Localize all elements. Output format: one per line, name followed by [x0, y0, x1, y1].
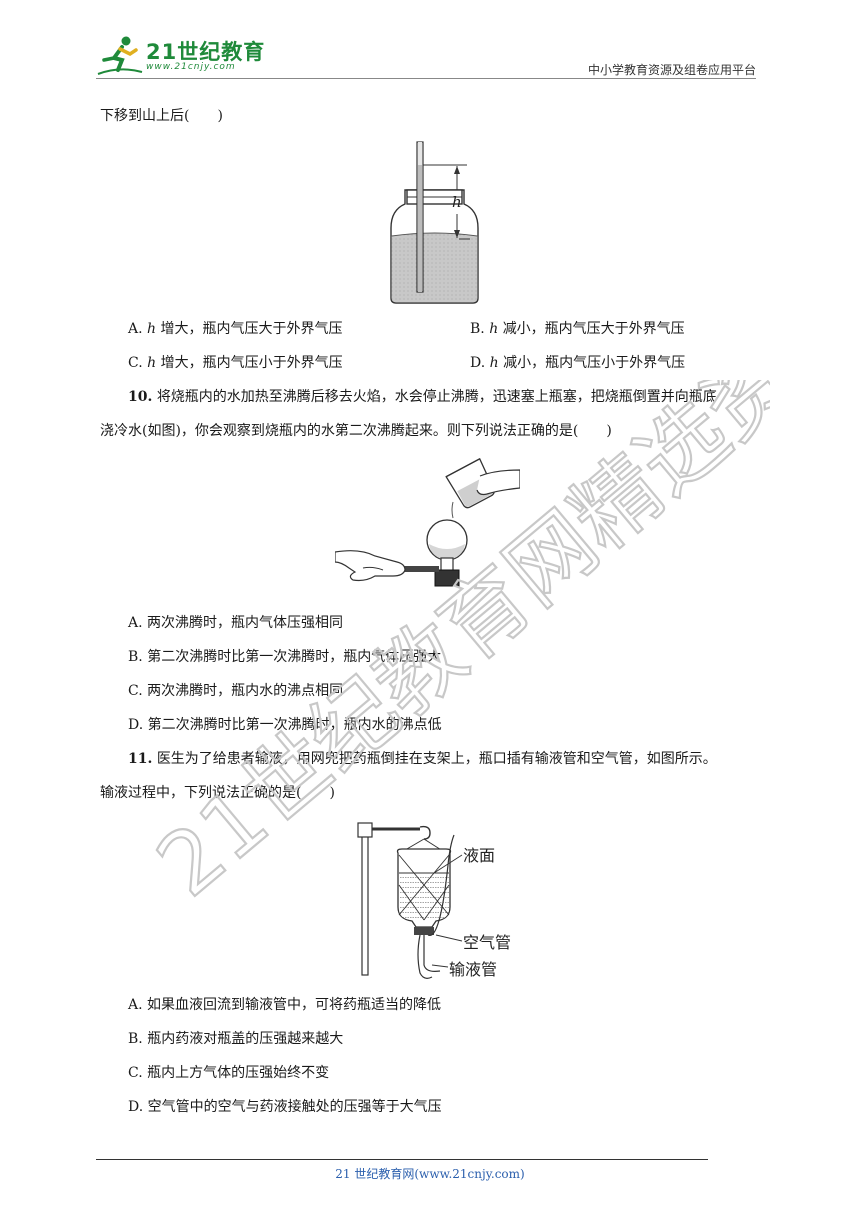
footer-text: 21 世纪教育网(www.21cnjy.com): [335, 1167, 525, 1181]
q11-option-d[interactable]: D. 空气管中的空气与药液接触处的压强等于大气压: [128, 1099, 442, 1115]
label-surface: 液面: [463, 846, 495, 865]
q11-option-a[interactable]: A. 如果血液回流到输液管中，可将药瓶适当的降低: [128, 997, 442, 1013]
q10-number: 10.: [128, 389, 153, 405]
q9-option-d[interactable]: D. h 减小，瓶内气压小于外界气压: [470, 355, 686, 371]
logo-url: www.21cnjy.com: [146, 62, 236, 72]
q9-option-a[interactable]: A. h 增大，瓶内气压大于外界气压: [128, 321, 343, 337]
logo-text: 21世纪教育: [146, 40, 266, 64]
header-slogan: 中小学教育资源及组卷应用平台: [587, 63, 756, 77]
q9-stem: 下移到山上后( ): [100, 108, 223, 124]
q10-option-c[interactable]: C. 两次沸腾时，瓶内水的沸点相同: [128, 683, 344, 699]
q10-stem-line1: 10. 将烧瓶内的水加热至沸腾后移去火焰，水会停止沸腾，迅速塞上瓶塞，把烧瓶倒置…: [128, 389, 717, 405]
q11-number: 11.: [128, 751, 153, 767]
q11-option-c[interactable]: C. 瓶内上方气体的压强始终不变: [128, 1065, 330, 1081]
q11-stem-line1: 11. 医生为了给患者输液，用网兜把药瓶倒挂在支架上，瓶口插有输液管和空气管，如…: [128, 751, 717, 767]
q10-stem-line2: 浇冷水(如图)，你会观察到烧瓶内的水第二次沸腾起来。则下列说法正确的是( ): [100, 423, 612, 439]
header-divider: [96, 78, 756, 79]
footer-divider: [96, 1159, 708, 1160]
label-air-tube: 空气管: [463, 933, 511, 952]
q9-option-c[interactable]: C. h 增大，瓶内气压小于外界气压: [128, 355, 343, 371]
q10-option-a[interactable]: A. 两次沸腾时，瓶内气体压强相同: [128, 615, 344, 631]
q10-flask-figure: [335, 458, 520, 587]
site-logo: 21世纪教育 www.21cnjy.com: [96, 34, 266, 78]
q9-bottle-figure: h: [390, 141, 479, 304]
h-label: h: [452, 193, 462, 211]
runner-logo-icon: [97, 36, 143, 75]
q10-option-b[interactable]: B. 第二次沸腾时比第一次沸腾时，瓶内气体压强大: [128, 649, 442, 665]
q11-option-b[interactable]: B. 瓶内药液对瓶盖的压强越来越大: [128, 1031, 344, 1047]
label-infusion-tube: 输液管: [449, 960, 497, 979]
q9-option-b[interactable]: B. h 减小，瓶内气压大于外界气压: [470, 321, 685, 337]
q11-iv-figure: 液面 空气管 输液管: [357, 822, 511, 979]
q10-option-d[interactable]: D. 第二次沸腾时比第一次沸腾时，瓶内水的沸点低: [128, 717, 442, 733]
q11-stem-line2: 输液过程中，下列说法正确的是( ): [100, 785, 335, 801]
